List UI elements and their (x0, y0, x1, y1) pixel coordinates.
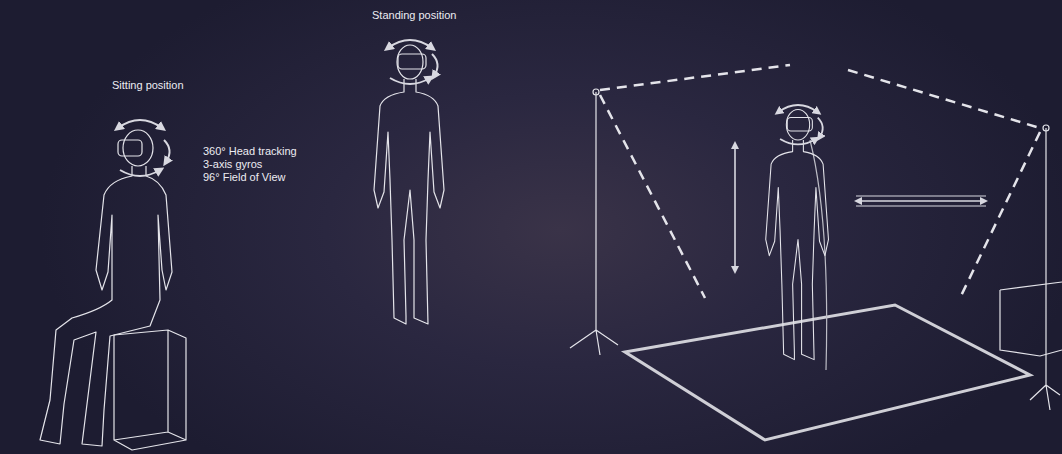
standing-figure (374, 40, 444, 324)
label-text: 96° Field of View (203, 171, 285, 184)
sitting-figure (40, 120, 186, 450)
label-text: Standing position (372, 9, 456, 22)
room-scale-figure (766, 105, 829, 360)
label-text: 3-axis gyros (203, 158, 262, 171)
room-scale-scene (570, 65, 1062, 440)
label-text: Sitting position (112, 79, 184, 92)
label-text: 360° Head tracking (203, 145, 297, 158)
